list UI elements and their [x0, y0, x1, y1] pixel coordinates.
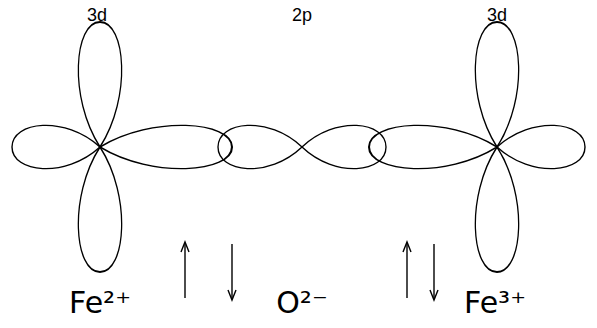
orbital-label: 3d	[487, 6, 507, 24]
ion-label: O²⁻	[276, 288, 327, 318]
d-orbital	[369, 22, 585, 272]
p-orbital	[218, 125, 386, 168]
ion-label: Fe²⁺	[69, 288, 131, 318]
d-orbital	[12, 22, 232, 272]
orbital-label: 2p	[292, 6, 312, 24]
orbital-label: 3d	[87, 6, 107, 24]
ion-label: Fe³⁺	[464, 288, 526, 318]
